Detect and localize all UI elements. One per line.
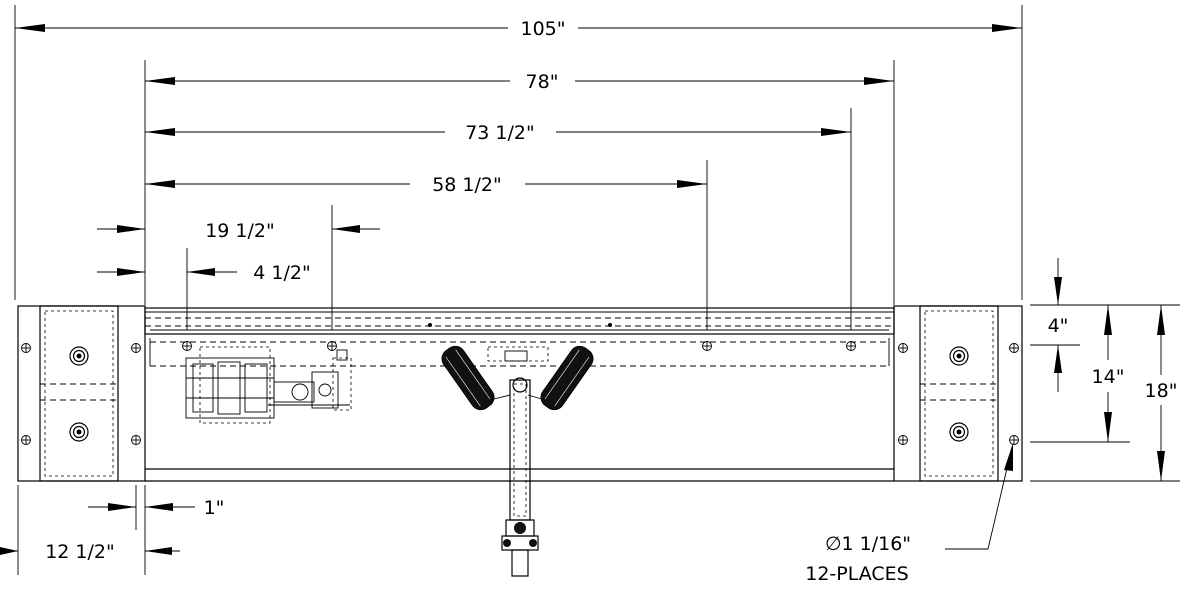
dim-offset-4: 4 1/2" (97, 262, 311, 284)
dim-label-19-half: 19 1/2" (205, 220, 275, 242)
hole-callout: ∅1 1/16" 12-PLACES (805, 443, 1013, 585)
dim-label-14: 14" (1092, 366, 1125, 388)
dim-mid-hole: 58 1/2" (145, 174, 707, 196)
dim-label-1: 1" (204, 497, 225, 519)
dim-label-18: 18" (1145, 380, 1178, 402)
dim-label-4: 4" (1048, 315, 1069, 337)
dim-overall-width: 105" (15, 18, 1022, 40)
extension-lines (14, 5, 1180, 575)
dim-hole-span: 14" (1092, 305, 1125, 442)
right-post (893, 305, 1023, 482)
dim-label-4-half: 4 1/2" (253, 262, 310, 284)
dim-label-58-half: 58 1/2" (432, 174, 502, 196)
dim-frame-width: 78" (145, 71, 894, 93)
dim-label-12-half: 12 1/2" (45, 541, 115, 563)
dim-upper-inset: 4" (1048, 258, 1069, 392)
dim-post-gap: 1" (88, 497, 224, 519)
main-frame (144, 307, 895, 482)
hole-diameter-label: ∅1 1/16" (825, 533, 911, 555)
left-post (17, 305, 146, 482)
dim-label-78: 78" (526, 71, 559, 93)
dim-rail-span: 73 1/2" (145, 122, 851, 144)
center-mixer (441, 345, 594, 577)
dim-label-73-half: 73 1/2" (465, 122, 535, 144)
dim-post-width: 12 1/2" (0, 541, 180, 563)
dim-label-105: 105" (520, 18, 565, 40)
hole-count-label: 12-PLACES (805, 563, 909, 585)
dim-offset-19: 19 1/2" (97, 220, 380, 242)
pump-assembly (185, 346, 352, 424)
dim-overall-height: 18" (1145, 305, 1178, 481)
